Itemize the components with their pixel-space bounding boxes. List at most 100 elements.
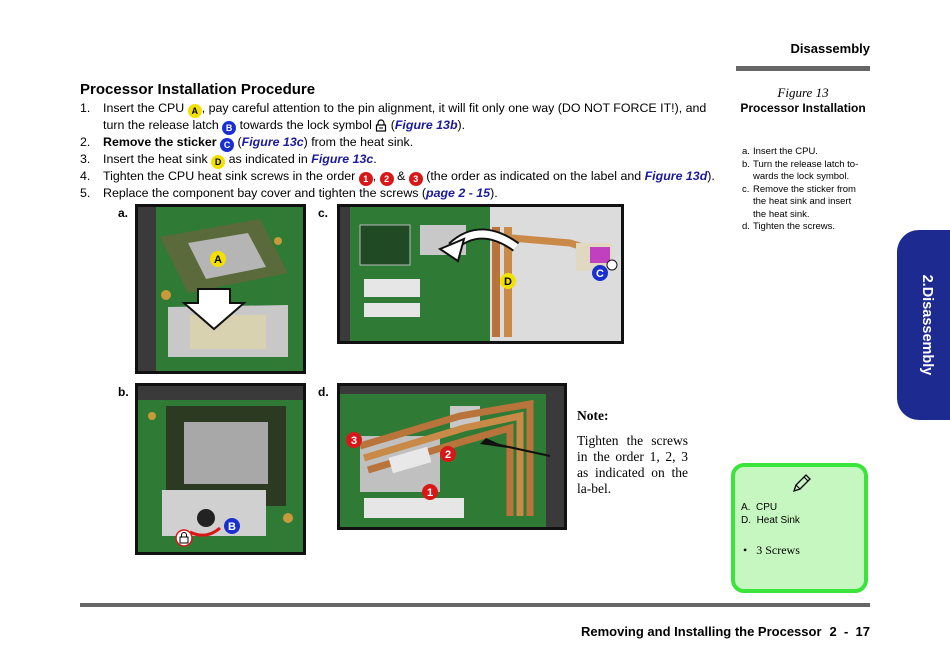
figure-d-label: d. (318, 385, 329, 399)
step-text: , (372, 169, 380, 183)
figure-13c-link[interactable]: Figure 13c (241, 135, 304, 149)
screw-3-callout: 3 (346, 432, 362, 448)
figure-13b-link[interactable]: Figure 13b (394, 118, 458, 132)
chapter-side-tab-label: 2.Disassembly (919, 274, 935, 376)
step-5: 5. Replace the component bay cover and t… (80, 186, 730, 201)
figure-number: Figure 13 (777, 85, 829, 100)
parts-list: A. CPU D. Heat Sink (741, 502, 800, 527)
callout-b: B (224, 518, 240, 534)
caption-item: c.Remove the sticker from the heat sink … (742, 184, 866, 222)
lock-icon (175, 529, 193, 547)
figure-c-label: c. (318, 206, 329, 220)
step-number: 5. (80, 186, 91, 200)
step-number: 3. (80, 152, 91, 166)
step-text: ). (490, 186, 498, 200)
screw-2-callout: 2 (440, 446, 456, 462)
step-number: 2. (80, 135, 91, 149)
page-footer: Removing and Installing the Processor 2 -… (581, 624, 870, 639)
section-title: Processor Installation Procedure (80, 81, 316, 98)
callout-d-badge: D (211, 155, 226, 169)
step-2: 2. Remove the sticker C (Figure 13c) fro… (80, 135, 730, 152)
callout-a-badge: A (187, 104, 202, 118)
chapter-side-tab[interactable] (897, 230, 950, 420)
step-text: towards the lock symbol (236, 118, 376, 132)
figure-a-label: a. (118, 206, 129, 220)
caption-text: Tighten the screws. (753, 221, 836, 232)
step-number: 4. (80, 169, 91, 183)
footer-title: Removing and Installing the Processor (580, 624, 822, 639)
step-number: 1. (80, 101, 91, 115)
caption-item: a.Insert the CPU. (742, 146, 866, 159)
step-text: . (373, 152, 377, 166)
figure-a-photo: A (135, 204, 306, 374)
part-name: Heat Sink (756, 514, 800, 526)
step-text: Insert the heat sink (103, 152, 212, 166)
step-1: 1. Insert the CPU A, pay careful attenti… (80, 101, 730, 135)
step-text: , pay careful attention to the pin align… (103, 101, 707, 132)
page-header-title: Disassembly (790, 41, 871, 56)
screw-3-badge: 3 (408, 172, 423, 186)
caption-item: d.Tighten the screws. (742, 221, 866, 234)
step-text: ). (457, 118, 466, 132)
figure-b-photo: B (135, 383, 306, 555)
page-2-15-link[interactable]: page 2 - 15 (426, 186, 491, 200)
note-title: Note: (577, 408, 609, 423)
caption-text: Turn the release latch to-wards the lock… (753, 158, 859, 183)
step-text: (the order as indicated on the label and (426, 169, 645, 183)
lock-icon (376, 119, 387, 132)
screws-item: • 3 Screws (743, 543, 800, 557)
part-name: CPU (756, 502, 778, 513)
step-4: 4. Tighten the CPU heat sink screws in t… (80, 169, 730, 186)
screw-1-callout: 1 (422, 484, 438, 500)
screw-1-text: 1 (427, 487, 433, 499)
header-rule (736, 66, 870, 71)
part-letter: D. (741, 514, 751, 526)
step-text: Insert the CPU (103, 101, 188, 115)
figure-13c-link[interactable]: Figure 13c (311, 152, 374, 166)
note-text: Tighten the screws in the order 1, 2, 3 … (577, 433, 688, 496)
callout-c-badge: C (220, 138, 235, 152)
callout-b-badge: B (222, 121, 237, 135)
callout-c-text: C (596, 268, 604, 280)
callout-c: C (592, 265, 608, 281)
figure-caption: Figure 13 Processor Installation (738, 85, 868, 115)
page-number: 2 - 17 (829, 624, 870, 639)
step-text: as indicated in (228, 152, 312, 166)
callout-d: D (500, 273, 516, 289)
parts-notebox: A. CPU D. Heat Sink • 3 Screws (731, 463, 868, 593)
caption-item: b.Turn the release latch to-wards the lo… (742, 159, 866, 184)
step-3: 3. Insert the heat sink D as indicated i… (80, 152, 730, 169)
part-item: A. CPU (741, 502, 800, 515)
callout-d-text: D (504, 276, 512, 288)
figure-13d-link[interactable]: Figure 13d (644, 169, 708, 183)
callout-a: A (210, 251, 226, 267)
screw-2-badge: 2 (379, 172, 394, 186)
step-text: Replace the component bay cover and tigh… (103, 186, 427, 200)
callout-a-text: A (214, 254, 222, 266)
step-text: ( (234, 135, 242, 149)
sticker-icon (606, 259, 618, 271)
callout-b-text: B (228, 521, 236, 533)
figure-b-label: b. (118, 385, 129, 399)
step-text: & (393, 169, 409, 183)
caption-letter: d. (742, 221, 750, 232)
step-text: ). (707, 169, 715, 183)
caption-text: Insert the CPU. (753, 146, 818, 157)
caption-letter: c. (742, 183, 750, 195)
step-text: Tighten the CPU heat sink screws in the … (103, 169, 359, 183)
screw-2-text: 2 (445, 449, 451, 461)
part-item: D. Heat Sink (741, 515, 800, 528)
figure-d-photo: 3 2 1 (337, 383, 567, 530)
step-text: ) from the heat sink. (303, 135, 414, 149)
caption-text: Remove the sticker from the heat sink an… (753, 183, 856, 220)
screws-count: 3 Screws (756, 543, 800, 557)
caption-list: a.Insert the CPU. b.Turn the release lat… (742, 146, 866, 234)
part-letter: A. (741, 502, 751, 513)
figure-c-photo: D C (337, 204, 624, 344)
caption-letter: b. (742, 158, 750, 170)
tighten-note: Note: Tighten the screws in the order 1,… (577, 408, 688, 497)
screw-1-badge: 1 (358, 172, 373, 186)
pencil-icon (792, 474, 811, 493)
caption-letter: a. (742, 146, 750, 157)
step-text: ( (387, 118, 395, 132)
